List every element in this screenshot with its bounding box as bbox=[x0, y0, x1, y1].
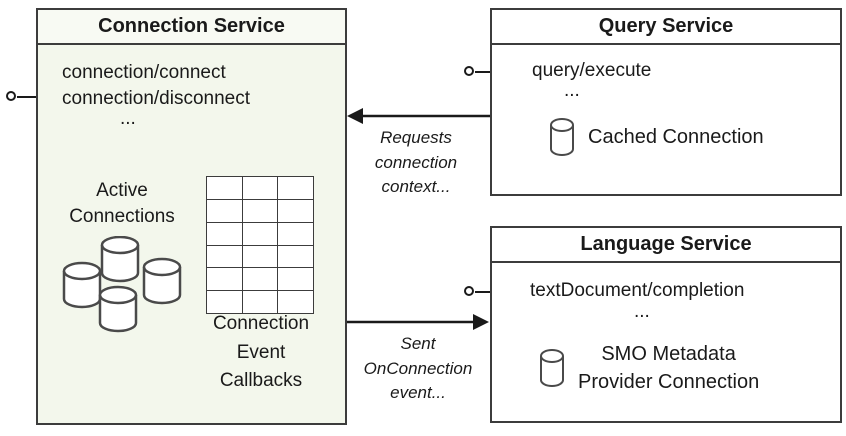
connection-methods-ellipsis: ... bbox=[120, 108, 136, 129]
query-methods-ellipsis: ... bbox=[564, 80, 580, 101]
table-cell bbox=[207, 245, 242, 268]
table-cell bbox=[207, 177, 242, 199]
query-service-box: Query Service query/execute ... Cached C… bbox=[490, 8, 842, 196]
language-service-title: Language Service bbox=[492, 228, 840, 263]
connection-event-callbacks-label: Connection Event Callbacks bbox=[212, 313, 310, 391]
connection-service-box: Connection Service connection/connect co… bbox=[36, 8, 347, 425]
table-cell bbox=[278, 199, 313, 222]
requests-context-label: Requests connection context... bbox=[374, 128, 458, 197]
table-cell bbox=[207, 222, 242, 245]
table-cell bbox=[242, 291, 278, 313]
query-service-title: Query Service bbox=[492, 10, 840, 45]
arrow-onconnection-event bbox=[347, 314, 489, 330]
table-cell bbox=[242, 245, 278, 268]
table-cell bbox=[278, 291, 313, 313]
method-textdocument-completion: textDocument/completion bbox=[530, 280, 745, 301]
table-cell bbox=[278, 222, 313, 245]
table-cell bbox=[278, 177, 313, 199]
table-cell bbox=[242, 177, 278, 199]
table-cell bbox=[207, 291, 242, 313]
smo-provider-connection-label: SMO Metadata Provider Connection bbox=[578, 343, 760, 393]
table-cell bbox=[242, 222, 278, 245]
method-query-execute: query/execute bbox=[532, 60, 652, 81]
interface-lollipop-line bbox=[475, 291, 490, 293]
interface-lollipop-icon bbox=[464, 286, 474, 296]
database-icon bbox=[548, 118, 576, 156]
language-methods-ellipsis: ... bbox=[634, 301, 650, 322]
smo-provider-row: SMO Metadata Provider Connection bbox=[538, 340, 759, 396]
active-connections-label: Active Connections bbox=[69, 180, 175, 227]
interface-lollipop-icon bbox=[6, 91, 16, 101]
method-connection-disconnect: connection/disconnect bbox=[62, 88, 251, 109]
callbacks-table bbox=[206, 176, 314, 314]
table-cell bbox=[207, 199, 242, 222]
onconnection-event-label: Sent OnConnection event... bbox=[363, 334, 473, 403]
table-cell bbox=[207, 268, 242, 291]
cached-connection-label: Cached Connection bbox=[588, 125, 764, 148]
table-cell bbox=[242, 199, 278, 222]
interface-lollipop-line bbox=[17, 96, 36, 98]
database-cluster-icon bbox=[54, 236, 194, 340]
table-cell bbox=[278, 245, 313, 268]
table-cell bbox=[278, 268, 313, 291]
database-icon bbox=[538, 349, 566, 387]
interface-lollipop-icon bbox=[464, 66, 474, 76]
language-service-box: Language Service textDocument/completion… bbox=[490, 226, 842, 423]
table-cell bbox=[242, 268, 278, 291]
method-connection-connect: connection/connect bbox=[62, 62, 226, 83]
cached-connection-row: Cached Connection bbox=[548, 118, 764, 156]
arrow-requests-context bbox=[347, 108, 490, 124]
connection-service-title: Connection Service bbox=[38, 10, 345, 45]
interface-lollipop-line bbox=[475, 71, 490, 73]
